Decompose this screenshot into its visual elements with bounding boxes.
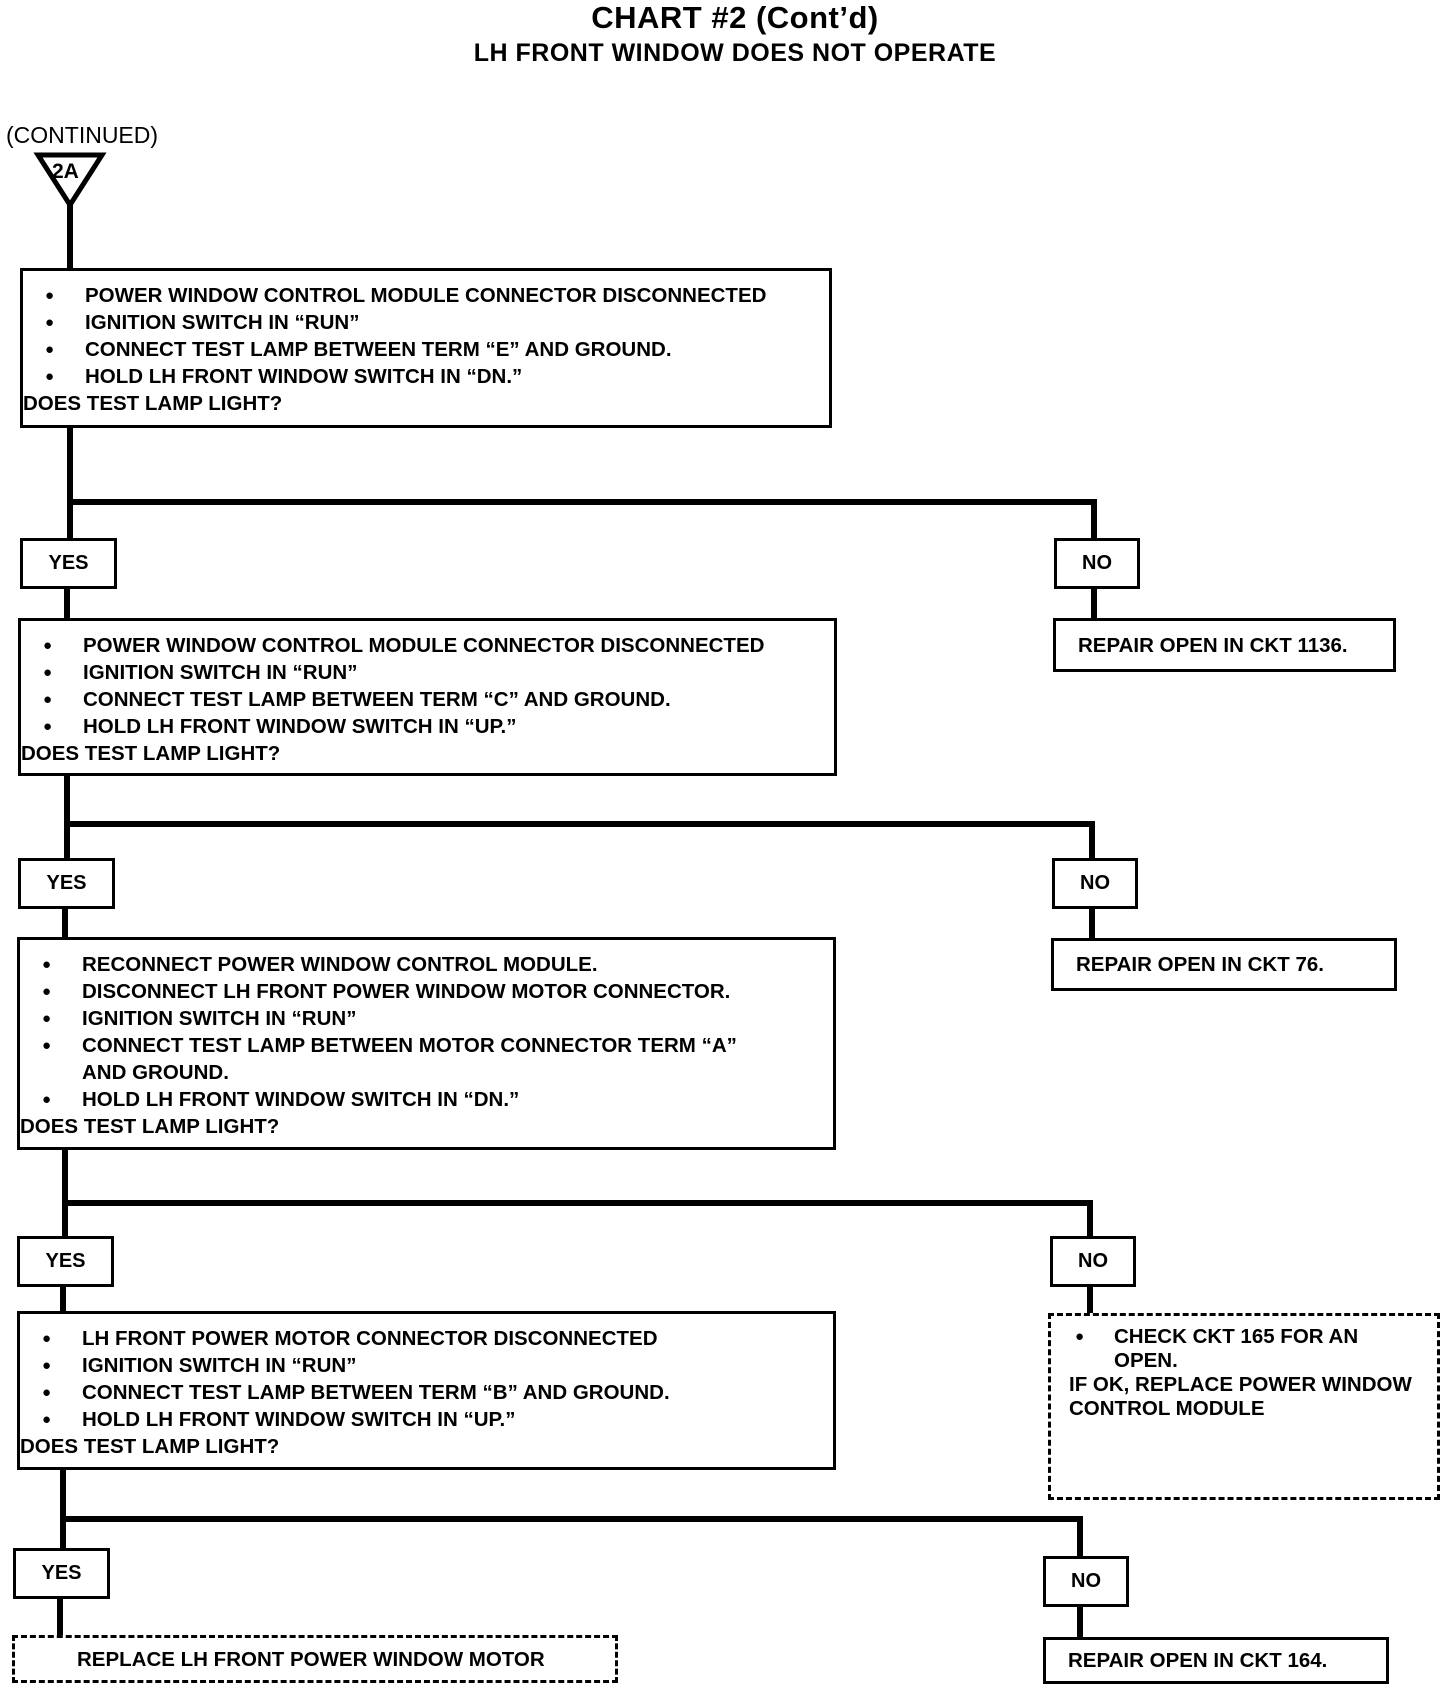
step1-yes-label: YES	[20, 538, 117, 589]
entry-triangle-icon	[33, 152, 107, 210]
step2-item: IGNITION SWITCH IN “RUN”	[21, 659, 834, 686]
step1-item: POWER WINDOW CONTROL MODULE CONNECTOR DI…	[23, 282, 829, 309]
step4-item: IGNITION SWITCH IN “RUN”	[20, 1352, 833, 1379]
step1-item: HOLD LH FRONT WINDOW SWITCH IN “DN.”	[23, 363, 829, 390]
step3-item: DISCONNECT LH FRONT POWER WINDOW MOTOR C…	[20, 978, 833, 1005]
step3-no-label: NO	[1050, 1236, 1136, 1287]
chart-subtitle: LH FRONT WINDOW DOES NOT OPERATE	[473, 39, 997, 67]
step1-item: IGNITION SWITCH IN “RUN”	[23, 309, 829, 336]
step1-no-label: NO	[1054, 538, 1140, 589]
step3-no-action-item: CHECK CKT 165 FOR AN OPEN.	[1069, 1325, 1421, 1373]
step4-yes-label: YES	[13, 1548, 110, 1599]
step3-item: HOLD LH FRONT WINDOW SWITCH IN “DN.”	[20, 1086, 833, 1113]
step4-check-box: LH FRONT POWER MOTOR CONNECTOR DISCONNEC…	[17, 1311, 836, 1470]
step1-no-action-box: REPAIR OPEN IN CKT 1136.	[1053, 618, 1396, 672]
step3-check-box: RECONNECT POWER WINDOW CONTROL MODULE. D…	[17, 937, 836, 1150]
step2-item: POWER WINDOW CONTROL MODULE CONNECTOR DI…	[21, 632, 834, 659]
step2-question: DOES TEST LAMP LIGHT?	[21, 742, 281, 765]
step2-yes-label: YES	[18, 858, 115, 909]
step1-no-action-text: REPAIR OPEN IN CKT 1136.	[1078, 633, 1348, 657]
step2-no-action-box: REPAIR OPEN IN CKT 76.	[1051, 938, 1397, 991]
step2-no-action-text: REPAIR OPEN IN CKT 76.	[1076, 953, 1324, 976]
step2-check-box: POWER WINDOW CONTROL MODULE CONNECTOR DI…	[18, 618, 837, 776]
step3-no-action-box: CHECK CKT 165 FOR AN OPEN. IF OK, REPLAC…	[1048, 1313, 1440, 1500]
step1-question: DOES TEST LAMP LIGHT?	[23, 392, 283, 415]
continued-label: (CONTINUED)	[6, 122, 159, 148]
step3-item: IGNITION SWITCH IN “RUN”	[20, 1005, 833, 1032]
step3-item: RECONNECT POWER WINDOW CONTROL MODULE.	[20, 951, 833, 978]
step2-no-label: NO	[1052, 858, 1138, 909]
step4-no-label: NO	[1043, 1556, 1129, 1607]
step2-item: CONNECT TEST LAMP BETWEEN TERM “C” AND G…	[21, 686, 834, 713]
step4-item: LH FRONT POWER MOTOR CONNECTOR DISCONNEC…	[20, 1325, 833, 1352]
step3-question: DOES TEST LAMP LIGHT?	[20, 1115, 280, 1138]
chart-title: CHART #2 (Cont’d)	[591, 0, 879, 35]
entry-connector-label: 2A	[52, 160, 79, 183]
step4-item: CONNECT TEST LAMP BETWEEN TERM “B” AND G…	[20, 1379, 833, 1406]
step4-item: HOLD LH FRONT WINDOW SWITCH IN “UP.”	[20, 1406, 833, 1433]
step4-question: DOES TEST LAMP LIGHT?	[20, 1435, 280, 1458]
step3-yes-label: YES	[17, 1236, 114, 1287]
step4-yes-action-box: REPLACE LH FRONT POWER WINDOW MOTOR	[12, 1635, 618, 1683]
step2-item: HOLD LH FRONT WINDOW SWITCH IN “UP.”	[21, 713, 834, 740]
step4-yes-action-text: REPLACE LH FRONT POWER WINDOW MOTOR	[77, 1647, 545, 1671]
step4-no-action-box: REPAIR OPEN IN CKT 164.	[1043, 1637, 1389, 1684]
step3-no-action-text: IF OK, REPLACE POWER WINDOW CONTROL MODU…	[1069, 1373, 1412, 1420]
step1-item: CONNECT TEST LAMP BETWEEN TERM “E” AND G…	[23, 336, 829, 363]
step3-item: CONNECT TEST LAMP BETWEEN MOTOR CONNECTO…	[20, 1032, 833, 1086]
step1-check-box: POWER WINDOW CONTROL MODULE CONNECTOR DI…	[20, 268, 832, 428]
step4-no-action-text: REPAIR OPEN IN CKT 164.	[1068, 1649, 1328, 1672]
